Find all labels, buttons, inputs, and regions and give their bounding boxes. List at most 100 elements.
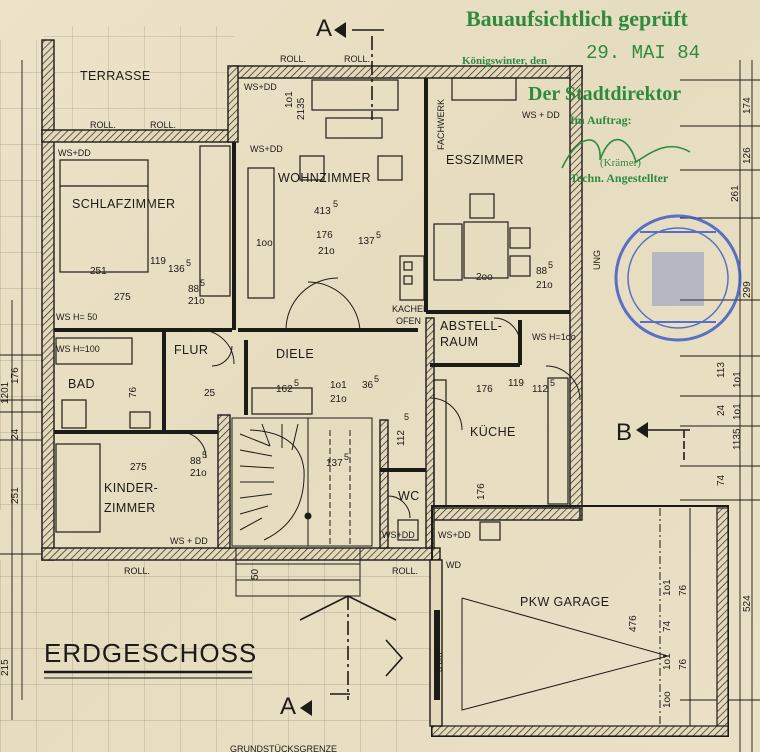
room-label-terrasse: TERRASSE <box>80 69 151 83</box>
section-mark-a-top: A <box>316 15 332 42</box>
label-grundstuecksgrenze: GRUNDSTÜCKSGRENZE <box>230 744 337 752</box>
dim-210c: 21o <box>536 280 553 291</box>
room-label-raum: RAUM <box>440 335 478 349</box>
door-swings <box>179 277 581 519</box>
stamp-role: Techn. Angestellter <box>570 171 669 185</box>
dim-101b: 1o1 <box>330 380 347 391</box>
dim-right-524: 524 <box>742 595 753 612</box>
floor-title-text: ERDGESCHOSS <box>44 638 257 668</box>
dim-176b: 176 <box>476 384 493 395</box>
dim-right-1135: 1135 <box>732 428 743 450</box>
dim-200: 2oo <box>476 272 493 283</box>
dim-right-101b: 1o1 <box>732 403 743 420</box>
stamp-heading: Bauaufsichtlich geprüft <box>466 6 689 31</box>
dim-88-sup: 5 <box>200 278 205 288</box>
stamp-on-behalf: Im Auftrag: <box>570 113 632 127</box>
floor-title: ERDGESCHOSS <box>44 638 257 679</box>
dim-right-261: 261 <box>730 185 741 202</box>
dim-100: 1oo <box>256 238 273 249</box>
signature <box>561 138 691 169</box>
label-ws-dd-kueche: WS+DD <box>438 530 471 540</box>
label-ws-dd-kinder: WS + DD <box>170 536 208 546</box>
section-marks: A A B <box>280 15 648 720</box>
dim-right-126: 126 <box>742 147 753 164</box>
dim-left-215: 215 <box>0 659 11 676</box>
paving-grid-bottom <box>0 560 430 752</box>
room-labels: TERRASSE SCHLAFZIMMER WOHNZIMMER ESSZIMM… <box>68 69 609 609</box>
dim-112: 112 <box>396 430 407 446</box>
dim-413: 413 <box>314 206 331 217</box>
dim-100b: 1oo <box>662 691 673 708</box>
dim-275b: 275 <box>130 462 147 473</box>
section-line-b <box>640 429 690 460</box>
room-label-garage: PKW GARAGE <box>520 595 609 609</box>
label-ws-bad: WS H=100 <box>56 344 100 354</box>
dim-25: 25 <box>204 388 216 399</box>
dim-left-176: 176 <box>10 367 21 384</box>
dim-136: 136 <box>168 264 185 275</box>
label-ws-dd-wc: WS+DD <box>382 530 415 540</box>
dim-right-113: 113 <box>716 362 727 378</box>
label-ws-dd: WS+DD <box>250 144 283 154</box>
dim-right-174: 174 <box>742 97 753 114</box>
dim-right-24: 24 <box>716 404 727 416</box>
stamp-authority: Der Stadtdirektor <box>528 83 681 105</box>
room-label-esszimmer: ESSZIMMER <box>446 153 524 167</box>
dim-176: 176 <box>316 230 333 241</box>
label-three-cm: 3 cm <box>434 652 444 672</box>
dim-210b: 21o <box>188 296 205 307</box>
staircase <box>231 417 373 597</box>
label-ws-h100: WS H=1oo <box>532 332 576 342</box>
room-label-wohnzimmer: WOHNZIMMER <box>278 171 371 185</box>
label-ws-dd-esszimmer: WS + DD <box>522 110 560 120</box>
section-line-a <box>299 29 404 700</box>
city-seal <box>614 214 742 342</box>
dim-36: 36 <box>362 380 374 391</box>
dim-137b-sup: 5 <box>344 452 349 462</box>
dimension-labels: 413 5 176 21o 137 5 251 275 119 136 5 88… <box>0 91 753 708</box>
dim-137-sup: 5 <box>376 230 381 240</box>
dim-119: 119 <box>150 256 166 267</box>
terrace-grid <box>44 26 234 130</box>
approval-stamp: Bauaufsichtlich geprüft Königswinter, de… <box>462 6 700 185</box>
dim-76b: 76 <box>678 584 689 596</box>
label-roll: ROLL. <box>280 54 306 64</box>
furniture <box>55 77 569 541</box>
dim-88c-sup: 5 <box>202 450 207 460</box>
dim-137b: 137 <box>326 458 343 469</box>
section-mark-a-bottom: A <box>280 693 296 720</box>
label-roll: ROLL. <box>90 120 116 130</box>
dim-210: 21o <box>318 246 335 257</box>
dim-210d: 21o <box>330 394 347 405</box>
dim-88: 88 <box>188 284 200 295</box>
room-label-schlafzimmer: SCHLAFZIMMER <box>72 197 175 211</box>
label-ws-dd: WS+DD <box>58 148 91 158</box>
label-roll: ROLL. <box>392 566 418 576</box>
dim-136-sup: 5 <box>186 258 191 268</box>
garage-structure <box>429 505 729 737</box>
dim-88b-sup: 5 <box>548 260 553 270</box>
room-label-diele: DIELE <box>276 347 314 361</box>
stamp-signer: (Krämer) <box>600 157 641 169</box>
dim-88c: 88 <box>190 456 202 467</box>
dim-right-74: 74 <box>716 474 727 486</box>
dim-176c: 176 <box>476 483 487 500</box>
dim-2135: 2135 <box>296 97 307 120</box>
dim-76: 76 <box>128 386 139 398</box>
dim-101d: 1o1 <box>662 653 673 670</box>
label-fachwerk: FACHWERK <box>436 99 446 150</box>
label-lueftung: UNG <box>592 250 602 270</box>
dim-36-sup: 5 <box>374 374 379 384</box>
dim-275: 275 <box>114 292 131 303</box>
dim-112b: 112 <box>532 384 548 395</box>
label-roll: ROLL. <box>150 120 176 130</box>
room-label-kueche: KÜCHE <box>470 425 516 439</box>
stamp-place-date: Königswinter, den <box>462 55 547 67</box>
dim-left-251: 251 <box>10 487 21 504</box>
dim-left-24: 24 <box>10 428 21 440</box>
dim-76c: 76 <box>678 658 689 670</box>
room-label-wc: WC <box>398 489 420 503</box>
exterior-walls <box>41 39 583 561</box>
label-ws-h50: WS H= 50 <box>56 312 97 322</box>
